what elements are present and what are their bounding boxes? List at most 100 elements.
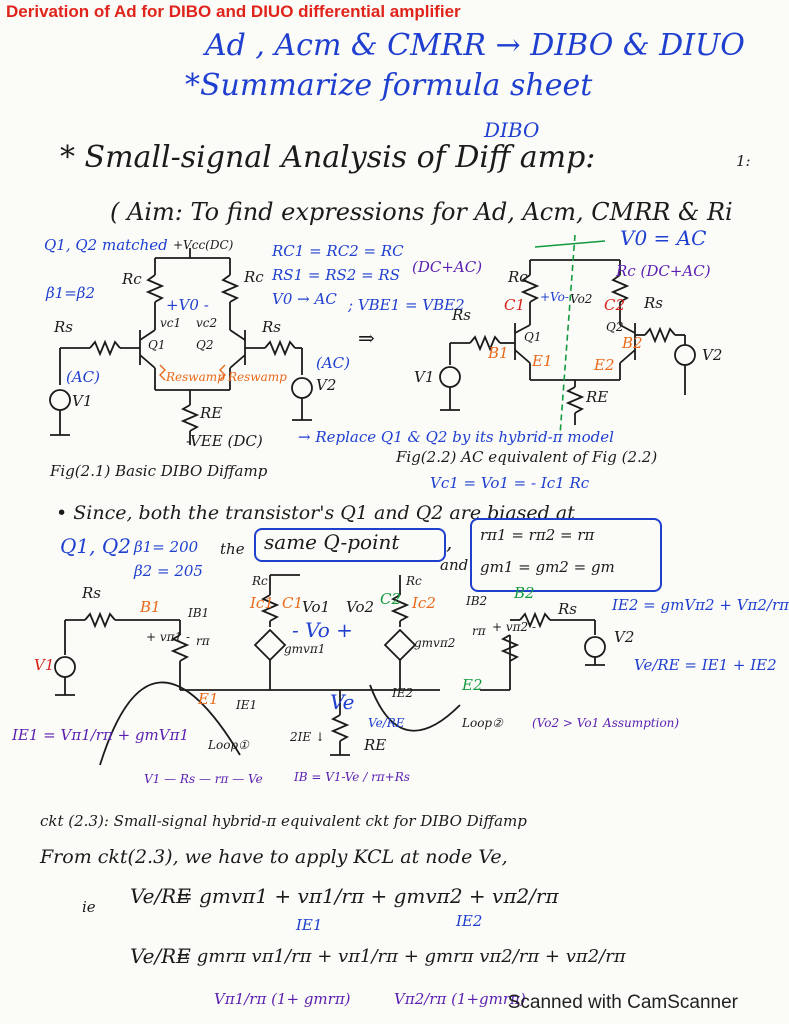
eq1-rhs: = gmvπ1 + vπ1/rπ + gmvπ2 + vπ2/rπ: [176, 884, 559, 908]
fig3-ve-formula: Ve/RE = IE1 + IE2: [634, 656, 777, 674]
fig3-rc-left: Rc: [252, 574, 268, 588]
page-mark: 1:: [736, 152, 751, 170]
since-rpi-eq: rπ1 = rπ2 = rπ: [480, 526, 595, 544]
fig1-rs-left: Rs: [54, 318, 73, 336]
fig2-rs-left: Rs: [452, 306, 471, 324]
derivation-line1: From ckt(2.3), we have to apply KCL at n…: [40, 846, 508, 868]
scanner-watermark: Scanned with CamScanner: [507, 992, 738, 1013]
fig1-v1: V1: [72, 392, 93, 410]
eq1-ie1: IE1: [296, 916, 323, 934]
note-rs-eq: RS1 = RS2 = RS: [272, 266, 401, 284]
fig1-q2: Q2: [196, 338, 214, 352]
fig1-rs-right: Rs: [262, 318, 281, 336]
eq1-ie2: IE2: [456, 912, 483, 930]
derivation-ie: ie: [82, 898, 96, 916]
fig3-ve-re: Ve/RE: [368, 716, 405, 730]
fig3-b1: B1: [140, 598, 161, 616]
fig3-rc-right: Rc: [406, 574, 422, 588]
fig2-b1: B1: [488, 344, 509, 362]
fig1-rc-right: Rc: [244, 268, 264, 286]
fig1-v2: V2: [316, 376, 337, 394]
fig2-circuit: [439, 234, 696, 436]
since-beta1: β1= 200: [134, 538, 199, 556]
note-vbe-eq: ; VBE1 = VBE2: [348, 296, 465, 314]
eq3-a: Vπ1/rπ (1+ gmrπ): [214, 990, 351, 1008]
fig2-q2: Q2: [606, 320, 624, 334]
aim-line: ( Aim: To find expressions for Ad, Acm, …: [110, 198, 733, 226]
fig1-vc1: vc1: [160, 316, 182, 330]
fig1-vee: -VEE (DC): [186, 432, 263, 450]
fig2-c1: C1: [504, 296, 526, 314]
fig3-loop1: Loop①: [208, 738, 249, 752]
fig1-q-matched: Q1, Q2 matched: [44, 236, 168, 254]
fig3-b2: B2: [514, 584, 535, 602]
fig3-c2: C2: [380, 590, 402, 608]
fig1-ac-right: (AC): [316, 354, 351, 372]
fig3-loop-path: V1 — Rs — rπ — Ve: [144, 772, 263, 786]
fig2-rc: Rc: [508, 268, 528, 286]
fig3-vpi2: + vπ2 -: [492, 620, 537, 634]
qpoint-box: [254, 528, 446, 562]
eq2-lhs: Ve/RE: [130, 944, 191, 968]
fig3-v2: V2: [614, 628, 635, 646]
top-note-line1: Ad , Acm & CMRR → DIBO & DIUO: [205, 28, 745, 63]
fig1-beta-eq: β1=β2: [46, 284, 95, 302]
fig3-vo2: Vo2: [346, 598, 375, 616]
fig1-re: RE: [200, 404, 223, 422]
fig3-vo1: Vo1: [302, 598, 331, 616]
since-line1: • Since, both the transistor's Q1 and Q2…: [56, 502, 575, 524]
fig3-e1: E1: [198, 690, 219, 708]
fig1-vo: +V0 -: [166, 296, 209, 314]
fig3-two-ie: 2IE ↓: [290, 730, 326, 744]
params-box: [470, 518, 662, 592]
fig2-e2: E2: [594, 356, 615, 374]
fig3-ie1-formula: IE1 = Vπ1/rπ + gmVπ1: [12, 726, 190, 744]
note-arrow: ⇒: [358, 326, 375, 350]
since-qpoint: same Q-point: [264, 530, 400, 554]
fig3-ie1: IE1: [236, 698, 258, 712]
note-replace: → Replace Q1 & Q2 by its hybrid-π model: [298, 428, 614, 446]
fig2-vc-eq: Vc1 = Vo1 = - Ic1 Rc: [430, 474, 590, 492]
since-the: the: [220, 540, 245, 558]
fig2-v2: V2: [702, 346, 723, 364]
fig2-v1: V1: [414, 368, 435, 386]
fig2-dc-ac-right: Rc (DC+AC): [616, 262, 711, 280]
fig2-e1: E1: [532, 352, 553, 370]
fig2-c2: C2: [604, 296, 626, 314]
since-q1q2: Q1, Q2: [60, 534, 131, 558]
eq2-rhs: = gmrπ vπ1/rπ + vπ1/rπ + gmrπ vπ2/rπ + v…: [176, 946, 626, 967]
fig1-rc-left: Rc: [122, 270, 142, 288]
top-note-line2: *Summarize formula sheet: [185, 68, 593, 103]
eq3-b: Vπ2/rπ (1+gmrπ): [394, 990, 526, 1008]
fig1-reswamp-left: Reswamp: [166, 370, 225, 384]
fig3-ib1: IB1: [188, 606, 210, 620]
note-rc-eq: RC1 = RC2 = RC: [272, 242, 404, 260]
fig3-ve: Ve: [330, 690, 355, 714]
fig3-ic2: Ic2: [412, 594, 436, 612]
fig1-caption: Fig(2.1) Basic DIBO Diffamp: [50, 462, 268, 480]
fig3-caption: ckt (2.3): Small-signal hybrid-π equival…: [40, 812, 527, 830]
fig2-vo2: Vo2: [570, 292, 593, 306]
fig3-gm-right: gmvπ2: [414, 636, 456, 650]
fig3-e2: E2: [462, 676, 483, 694]
fig2-vo-ac: V0 = AC: [620, 226, 707, 250]
fig2-re: RE: [586, 388, 609, 406]
fig2-dc-ac-left: (DC+AC): [412, 258, 483, 276]
page-title: Derivation of Ad for DIBO and DIUO diffe…: [6, 2, 461, 21]
section-heading: * Small-signal Analysis of Diff amp:: [60, 140, 596, 175]
fig3-ie2: IE2: [392, 686, 414, 700]
note-vo-ac: V0 → AC: [272, 290, 337, 308]
fig3-gm-left: gmvπ1: [284, 642, 326, 656]
fig3-loop2: Loop②: [462, 716, 503, 730]
fig3-rs-right: Rs: [558, 600, 577, 618]
fig1-q1: Q1: [148, 338, 166, 352]
fig3-ib-formula: IB = V1-Ve / rπ+Rs: [294, 770, 410, 784]
since-gm-eq: gm1 = gm2 = gm: [480, 558, 615, 576]
fig3-rs-left: Rs: [82, 584, 101, 602]
fig3-circuit: [54, 574, 606, 766]
fig1-ac-left: (AC): [66, 368, 101, 386]
fig1-vc2: vc2: [196, 316, 218, 330]
top-note-dibo: DIBO: [484, 118, 540, 142]
fig1-reswamp-right: Reswamp: [228, 370, 287, 384]
fig3-c1: C1: [282, 594, 304, 612]
